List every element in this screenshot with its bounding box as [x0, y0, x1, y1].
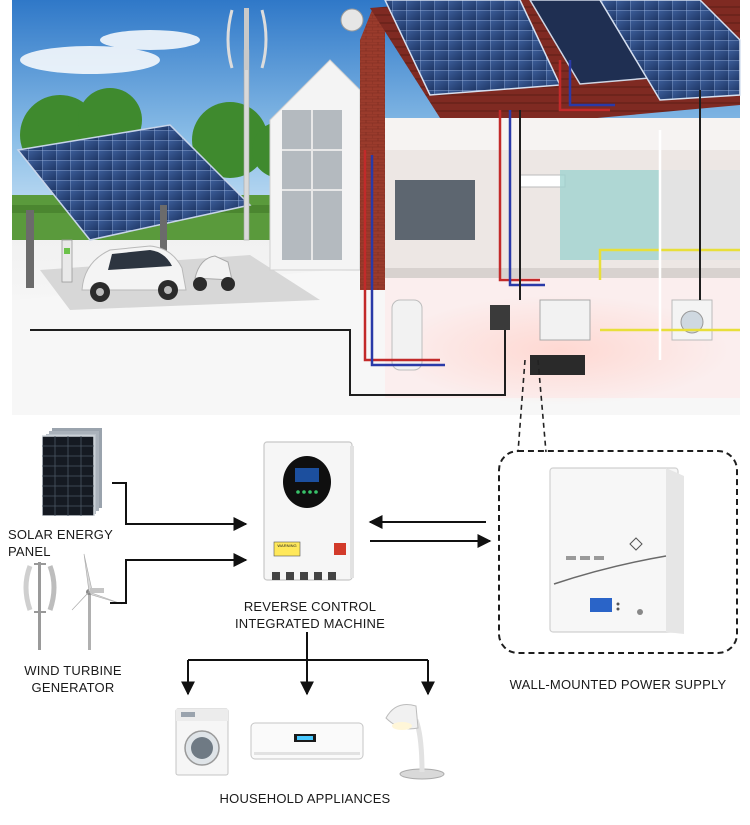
wind-turbine-icon [23, 553, 123, 650]
desk-lamp-icon [385, 704, 445, 780]
inverter-label-line2: INTEGRATED MACHINE [235, 616, 385, 631]
inverter-label: REVERSE CONTROL INTEGRATED MACHINE [225, 598, 395, 632]
inverter-label-line1: REVERSE CONTROL [243, 599, 377, 614]
washing-machine-icon [175, 708, 229, 776]
wind-turbine-label-line1: WIND TURBINE [24, 663, 122, 678]
wind-turbine-label: WIND TURBINE GENERATOR [8, 662, 138, 696]
solar-panel-icon [42, 428, 102, 516]
wind-turbine-label-line2: GENERATOR [31, 680, 115, 695]
battery-dashed-frame [498, 450, 738, 654]
appliances-label: HOUSEHOLD APPLIANCES [219, 791, 391, 806]
solar-panel-label: SOLAR ENERGY PANEL [8, 527, 113, 559]
battery-label: WALL-MOUNTED POWER SUPPLY [509, 677, 727, 692]
inverter-device-icon [263, 441, 354, 581]
wall-battery-icon [549, 467, 684, 634]
house-scene-illustration [12, 0, 741, 415]
wind-to-inverter-arrow [110, 553, 248, 604]
inverter-warning-sticker: WARNING [277, 543, 297, 548]
solar-to-inverter-arrow [112, 482, 248, 531]
air-conditioner-icon [250, 722, 364, 760]
